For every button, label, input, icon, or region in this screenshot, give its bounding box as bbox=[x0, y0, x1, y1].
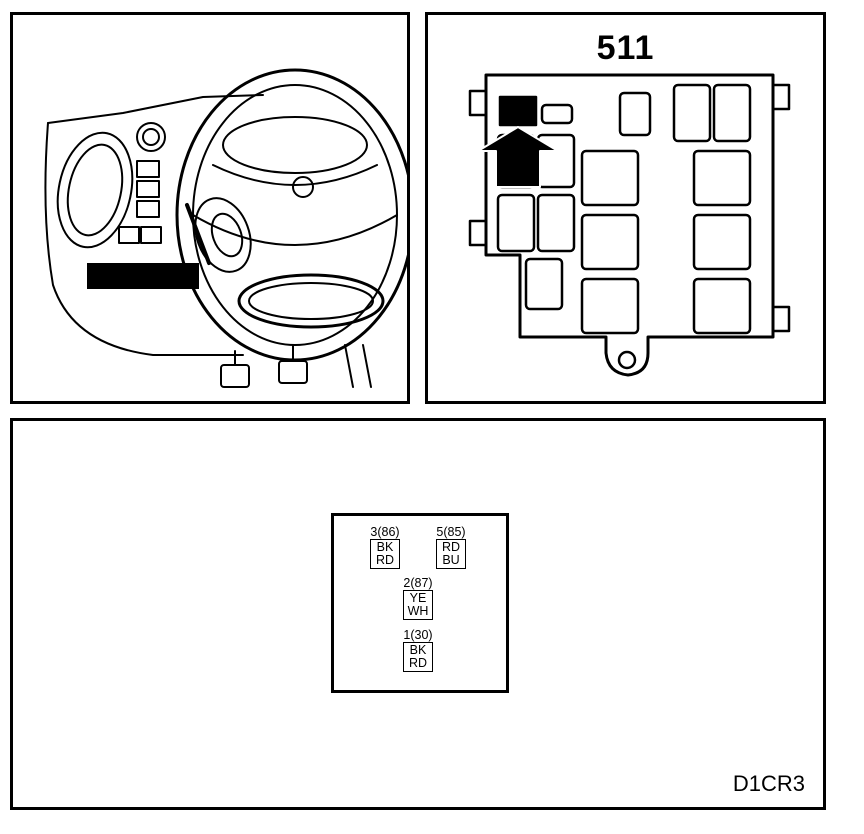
pin-number: 3(86) bbox=[370, 525, 400, 539]
fuse-box-title: 511 bbox=[596, 29, 655, 67]
relay-connector: 3(86) BK RD 5(85) RD BU 2(87) YE WH 1(30… bbox=[331, 513, 509, 693]
connector-panel: 3(86) BK RD 5(85) RD BU 2(87) YE WH 1(30… bbox=[10, 418, 826, 810]
wire-color-top: BK bbox=[376, 540, 394, 554]
pin-wire-colors: BK RD bbox=[403, 642, 433, 672]
pin-3: 3(86) BK RD bbox=[368, 526, 402, 569]
arrow-icon bbox=[477, 126, 559, 188]
relay-location bbox=[498, 95, 538, 127]
dashboard-location-panel bbox=[10, 12, 410, 404]
diagram-code: D1CR3 bbox=[732, 771, 805, 796]
wire-color-bottom: RD bbox=[408, 656, 428, 670]
pin-wire-colors: YE WH bbox=[403, 590, 433, 620]
dashboard-drawing bbox=[44, 68, 407, 388]
fuse-box-panel: 511 bbox=[425, 12, 826, 404]
fuse-box-location-marker bbox=[87, 263, 199, 289]
pin-number: 5(85) bbox=[436, 525, 466, 539]
pin-wire-colors: BK RD bbox=[370, 539, 400, 569]
pin-5: 5(85) RD BU bbox=[434, 526, 468, 569]
fuse-box-drawing bbox=[468, 73, 791, 377]
wire-color-top: RD bbox=[441, 540, 461, 554]
wire-color-bottom: BU bbox=[442, 553, 460, 567]
pin-wire-colors: RD BU bbox=[436, 539, 466, 569]
wire-color-top: YE bbox=[409, 591, 427, 605]
pin-number: 2(87) bbox=[403, 576, 433, 590]
pin-1: 1(30) BK RD bbox=[401, 629, 435, 672]
pin-number: 1(30) bbox=[403, 628, 433, 642]
pin-2: 2(87) YE WH bbox=[401, 577, 435, 620]
wire-color-bottom: WH bbox=[407, 604, 429, 618]
wire-color-top: BK bbox=[409, 643, 427, 657]
wire-color-bottom: RD bbox=[375, 553, 395, 567]
